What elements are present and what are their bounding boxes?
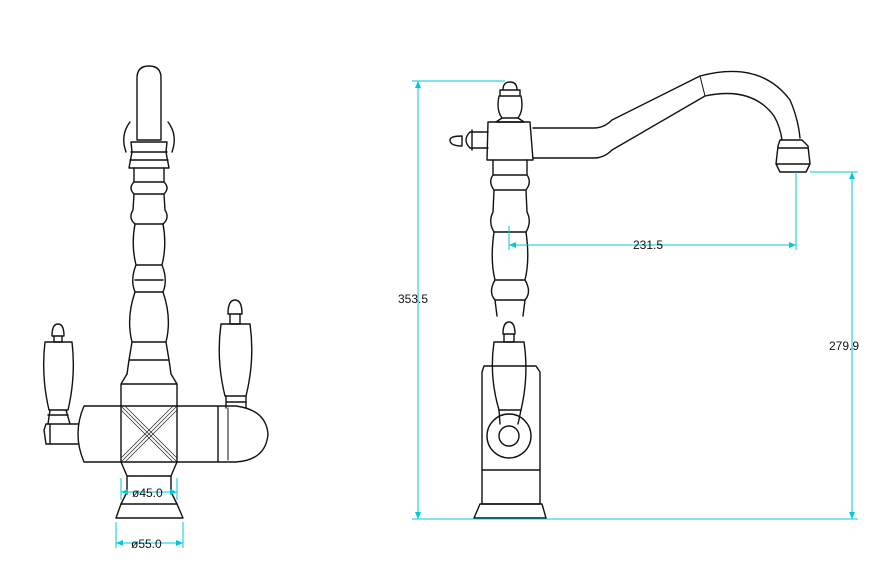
front-lower-neck [120,461,178,505]
dim-label-spout-reach: 231.5 [633,238,663,252]
side-spout-seam [699,75,706,97]
front-base [115,503,184,519]
side-handle-knob [502,321,516,343]
dim-label-overall-height: 353.5 [398,292,428,306]
dim-spout-reach: 231.5 [508,172,797,252]
front-spout-collar [128,141,170,169]
side-top-finial [499,81,521,97]
front-spout-top [136,65,162,141]
side-hub [486,121,534,161]
side-base [473,503,547,519]
side-handle-lever [491,341,527,411]
side-view [449,70,811,519]
front-right-handle-knob [227,299,243,325]
dim-label-inner-diameter: ø45.0 [132,486,163,500]
front-left-handle-stem [47,409,71,425]
side-valve-disc [486,413,532,459]
side-valve-disc-inner [498,425,520,447]
front-body-shoulder [120,373,178,407]
side-spout-outlet [775,139,811,173]
dim-overall-height: 353.5 [398,80,858,520]
side-top-ball [497,95,523,119]
dim-spout-height: 279.9 [810,171,859,519]
front-swivel-ring [123,121,175,153]
side-lower-body [481,365,541,471]
front-left-handle-knob [51,323,65,343]
front-column-barrel [132,223,166,293]
front-upper-neck [130,167,168,225]
side-hub-knob [449,129,489,151]
side-column-barrel [490,231,530,317]
dim-label-outer-diameter: ø55.0 [131,537,162,551]
side-upper-neck [490,159,530,233]
side-handle-stem [498,409,522,425]
side-spout-arm [532,70,801,159]
dim-base-inner-diameter: ø45.0 [120,478,178,500]
front-lower-column [126,291,172,375]
front-view [42,65,269,519]
front-body-hatch [120,405,178,463]
front-left-handle-lever [42,341,75,411]
front-left-stub [43,423,79,445]
front-right-valve-body [176,405,269,463]
side-lower-neck [481,469,541,505]
front-left-valve-body [77,405,122,463]
dim-label-spout-height: 279.9 [829,339,859,353]
front-right-handle-lever [218,323,253,397]
front-right-handle-stem [225,395,247,409]
dim-base-outer-diameter: ø55.0 [115,522,184,551]
